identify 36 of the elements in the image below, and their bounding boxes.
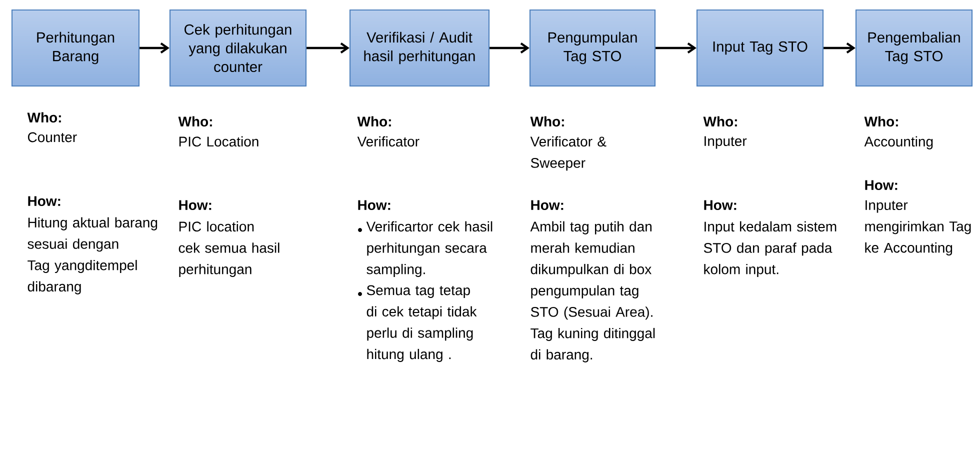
arrow: [140, 42, 170, 54]
description-text: PIC location cek semua hasil perhitungan: [178, 221, 280, 277]
role-text: Counter: [28, 132, 77, 142]
heading-text: How:: [865, 180, 898, 190]
description-text: Input kedalam sistem STO dan paraf pada kolom input.: [704, 221, 836, 277]
process-box: Perhitungan Barang: [11, 9, 140, 87]
heading-text: Who:: [864, 116, 898, 127]
heading-text: How:: [358, 200, 390, 210]
arrow: [306, 42, 350, 54]
heading-text: Who:: [357, 116, 391, 127]
process-box: Pengumpulan Tag STO: [529, 9, 656, 87]
description-text: Hitung aktual barang sesuai dengan Tag yangditempel dibarang: [28, 217, 158, 294]
heading-text: Who:: [530, 116, 564, 127]
heading-text: Who:: [178, 116, 212, 127]
process-box: Input Tag STO: [696, 9, 824, 87]
heading-text: Who:: [27, 112, 61, 123]
role-text: Inputer: [704, 136, 747, 149]
arrow: [490, 42, 530, 54]
bullet-item: Verificartor cek hasil perhitungan secara sampling.: [358, 221, 492, 277]
arrow: [824, 42, 856, 54]
heading-text: How:: [531, 200, 564, 210]
process-box: Pengembalian Tag STO: [855, 9, 973, 87]
arrow: [656, 42, 696, 54]
role-text: Verificator & Sweeper: [530, 136, 606, 171]
heading-text: How:: [28, 196, 60, 206]
role-text: Accounting: [864, 136, 933, 150]
heading-text: How:: [179, 200, 212, 210]
process-box: Cek perhitungan yang dilakukan counter: [169, 9, 307, 87]
description-text: Ambil tag putih dan merah kemudian dikumpulkan di box pengumpulan tag STO (Sesuai Area). Tag kuning ditinggal di barang.: [530, 221, 655, 362]
description-text: Inputer mengirimkan Tag ke Accounting: [865, 200, 971, 256]
role-text: PIC Location: [179, 136, 258, 147]
heading-text: Who:: [703, 116, 737, 127]
process-box: Verifikasi / Audit hasil perhitungan: [349, 9, 490, 87]
bullet-item: Semua tag tetap di cek tetapi tidak perlu di sampling hitung ulang .: [358, 285, 477, 362]
heading-text: How:: [704, 200, 736, 210]
role-text: Verificator: [357, 136, 420, 147]
